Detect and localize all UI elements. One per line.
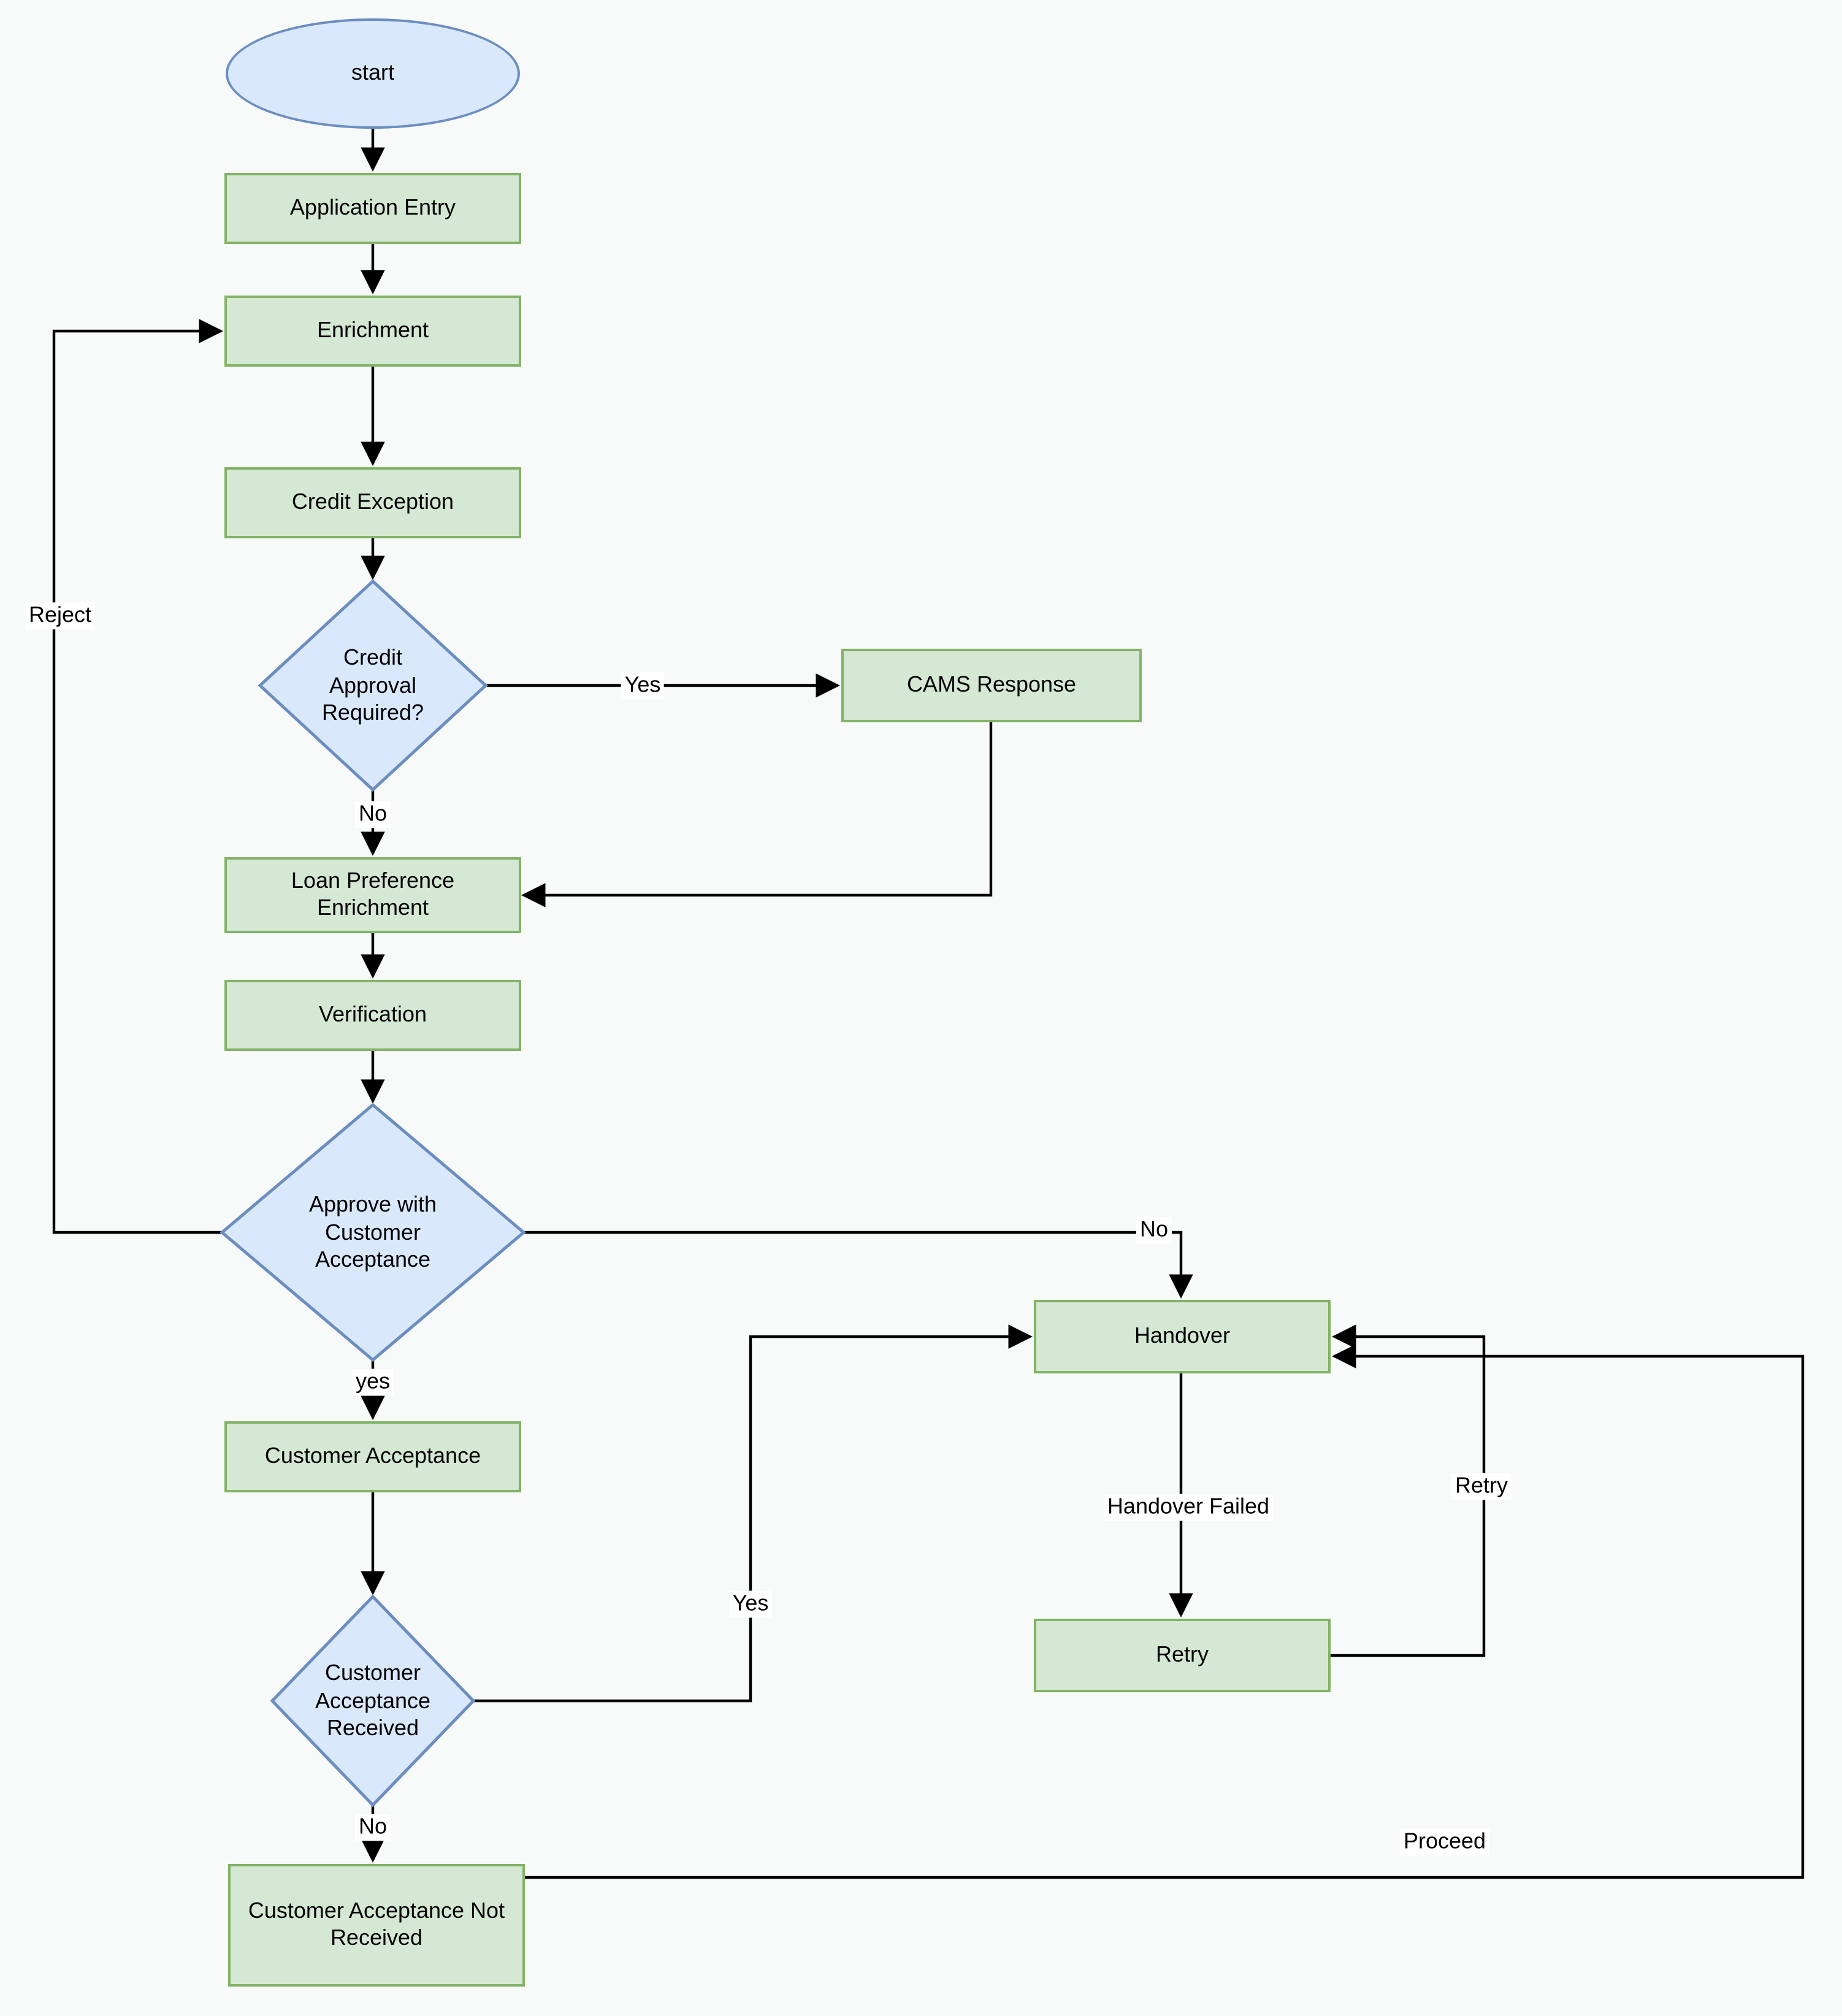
node-customer-acceptance-not-received: Customer Acceptance Not Received: [228, 1864, 525, 1987]
edge-received-yes-to-handover: [473, 1324, 1033, 1703]
node-loan-preference-enrichment: Loan Preference Enrichment: [224, 857, 521, 933]
edge-label-retry: Retry: [1451, 1473, 1512, 1500]
edge-approve-no-to-handover: [524, 1231, 1193, 1299]
node-enrichment: Enrichment: [224, 296, 521, 367]
edge-label-received-no: No: [354, 1814, 391, 1841]
edge-label-handover-failed: Handover Failed: [1103, 1494, 1274, 1521]
edge-label-received-yes: Yes: [728, 1590, 773, 1617]
node-application-entry: Application Entry: [224, 173, 521, 244]
edge-label-credit-approval-yes: Yes: [621, 672, 665, 699]
node-start: start: [226, 18, 520, 129]
node-handover: Handover: [1034, 1300, 1331, 1373]
node-retry: Retry: [1034, 1619, 1331, 1692]
edge-approve-reject-to-enrichment: [52, 319, 223, 1234]
node-cams-response: CAMS Response: [841, 649, 1142, 722]
decision-credit-approval-required-shape: [258, 579, 488, 792]
edge-label-reject: Reject: [25, 602, 96, 629]
decision-credit-approval-required-label: Credit Approval Required?: [321, 645, 424, 725]
node-credit-exception: Credit Exception: [224, 467, 521, 538]
edge-label-approve-no: No: [1136, 1216, 1172, 1243]
decision-customer-acceptance-received-shape: [270, 1594, 476, 1808]
node-verification: Verification: [224, 980, 521, 1051]
decision-approve-with-customer-acceptance-label: Approve with Customer Acceptance: [308, 1192, 437, 1272]
edge-label-credit-approval-no: No: [354, 801, 391, 828]
edge-cams-to-loan-preference: [521, 722, 993, 907]
decision-approve-with-customer-acceptance-shape: [220, 1102, 526, 1362]
edge-label-approve-yes: yes: [351, 1369, 394, 1396]
node-customer-acceptance: Customer Acceptance: [224, 1421, 521, 1492]
edge-label-proceed: Proceed: [1399, 1828, 1490, 1855]
decision-customer-acceptance-received-label: Customer Acceptance Received: [315, 1660, 431, 1741]
edge-proceed-to-handover: [525, 1344, 1805, 1879]
